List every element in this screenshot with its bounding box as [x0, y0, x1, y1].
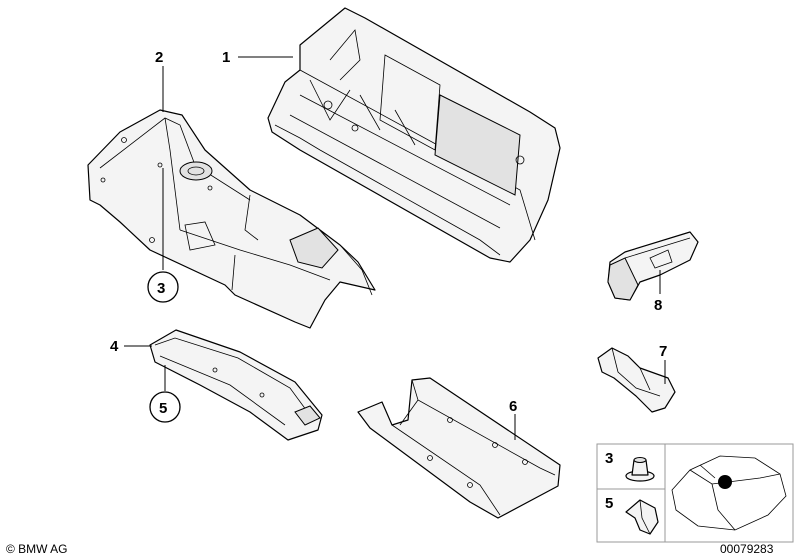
legend-label-5: 5 — [605, 495, 613, 512]
car-location-icon — [671, 455, 787, 531]
legend-box: 3 5 — [596, 443, 794, 543]
callout-3-circle — [147, 271, 179, 303]
callout-2: 2 — [155, 49, 163, 66]
part-6-tray-insulation[interactable] — [357, 377, 561, 519]
callout-5-circle — [149, 391, 181, 423]
callout-4: 4 — [110, 338, 119, 355]
callout-8: 8 — [654, 297, 662, 314]
legend-label-3: 3 — [605, 450, 613, 467]
part-2-tunnel-insulation[interactable] — [87, 109, 376, 329]
diagram-number: 00079283 — [720, 542, 774, 556]
callout-1: 1 — [222, 49, 230, 66]
part-7-bracket[interactable] — [597, 347, 676, 413]
callout-6: 6 — [509, 398, 517, 415]
callout-7: 7 — [659, 343, 667, 360]
callout-5: 5 — [159, 400, 167, 417]
part-1-rear-panel[interactable] — [267, 7, 561, 263]
copyright-text: © BMW AG — [6, 542, 68, 556]
clip-bracket-icon — [625, 499, 659, 535]
callout-3: 3 — [157, 280, 165, 297]
part-4-trough-insulation[interactable] — [149, 329, 323, 441]
clip-fastener-icon — [625, 457, 655, 482]
part-8-moulded-piece[interactable] — [607, 231, 699, 301]
location-dot-icon — [718, 475, 732, 489]
